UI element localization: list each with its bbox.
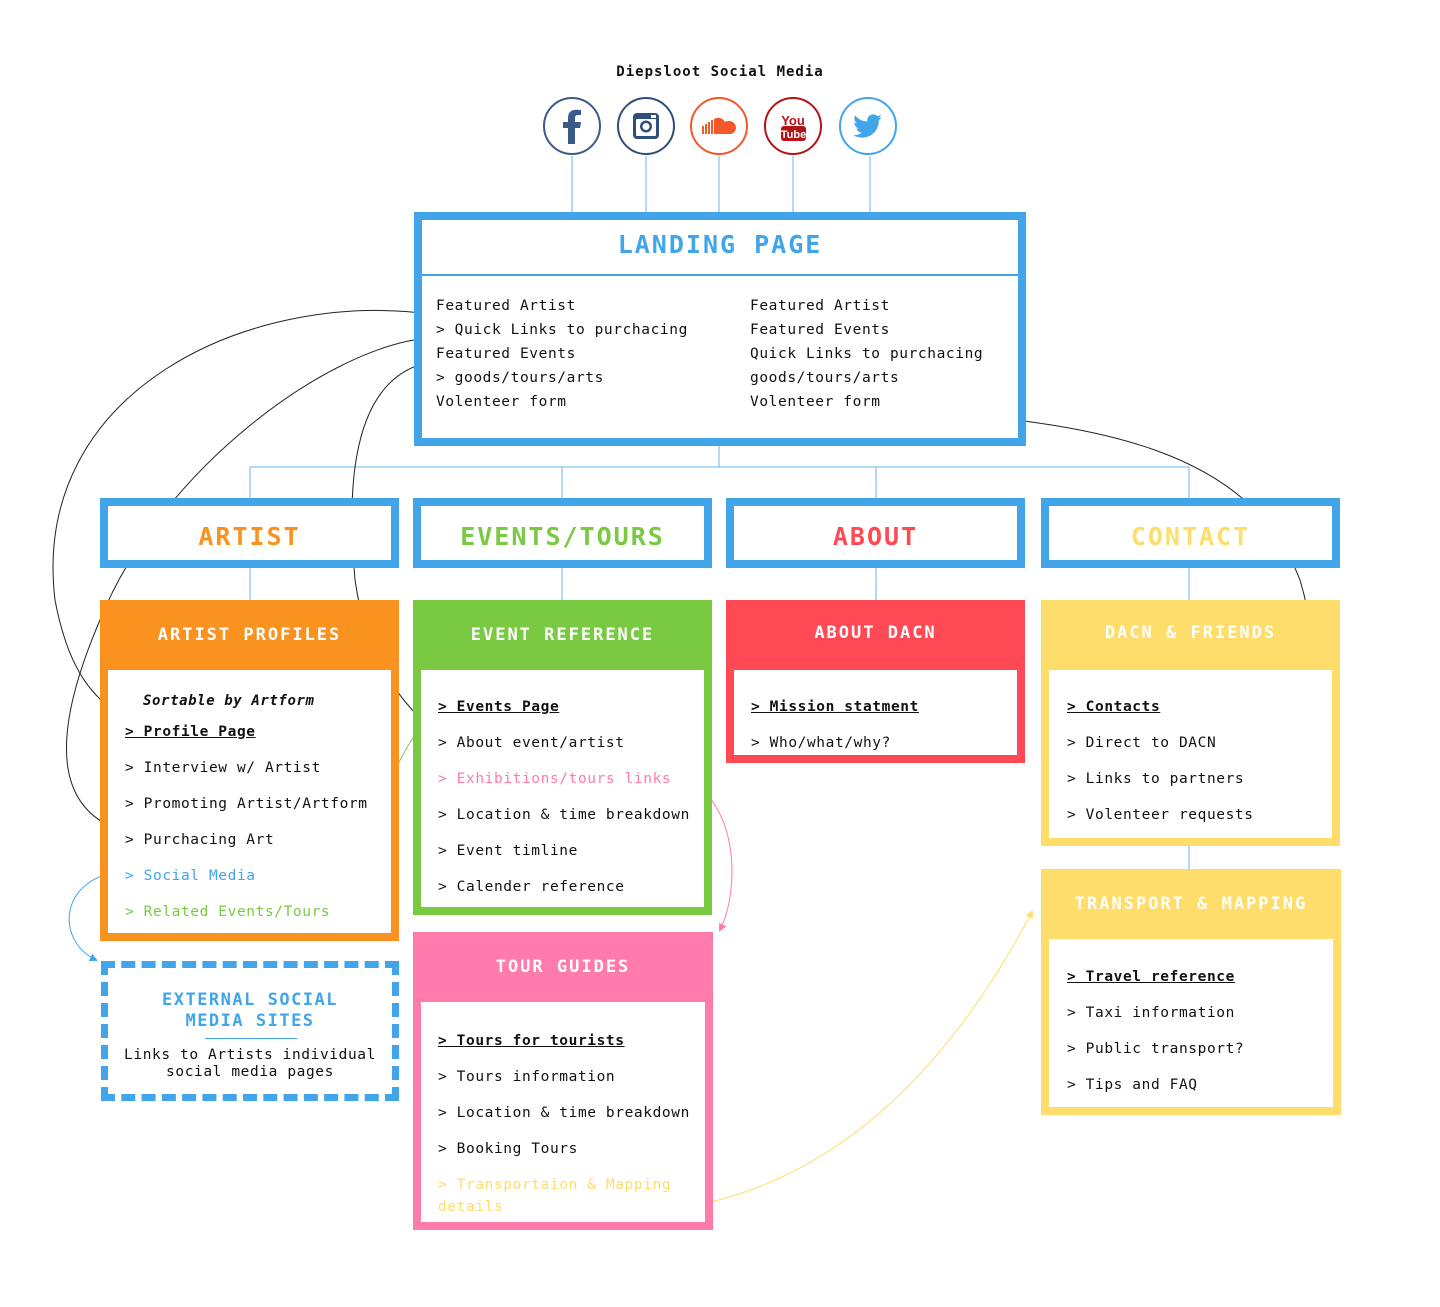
about-dacn-card: ABOUT DACN > Mission statment > Who/what… (726, 600, 1025, 763)
section-about[interactable]: ABOUT (726, 498, 1025, 568)
direct-to-dacn-link[interactable]: > Direct to DACN (1067, 735, 1217, 751)
instagram-icon[interactable] (617, 97, 675, 155)
tours-for-tourists-link[interactable]: > Tours for tourists (438, 1033, 625, 1049)
events-page-link[interactable]: > Events Page (438, 699, 560, 715)
external-desc-line1: Links to Artists individual (124, 1047, 376, 1063)
soundcloud-icon[interactable] (690, 97, 748, 155)
landing-page-title: LANDING PAGE (617, 230, 823, 259)
landing-left-item[interactable]: Featured Events (436, 346, 576, 362)
tours-information-link[interactable]: > Tours information (438, 1069, 616, 1085)
section-artist[interactable]: ARTIST (100, 498, 399, 568)
contacts-link[interactable]: > Contacts (1067, 699, 1161, 715)
transport-mapping-link[interactable]: > Transportaion & Mapping (438, 1177, 672, 1193)
public-transport-link[interactable]: > Public transport? (1067, 1041, 1245, 1057)
external-divider (205, 1038, 297, 1039)
external-title-line1: EXTERNAL SOCIAL (161, 990, 339, 1010)
links-to-partners-link[interactable]: > Links to partners (1067, 771, 1245, 787)
section-artist-label: ARTIST (198, 522, 301, 551)
landing-page-header[interactable]: LANDING PAGE (414, 212, 1026, 282)
artist-profiles-card: ARTIST PROFILES Sortable by Artform > Pr… (100, 600, 399, 941)
youtube-you-text: You (781, 113, 805, 128)
landing-left-item[interactable]: > goods/tours/arts (436, 370, 604, 386)
about-dacn-title: ABOUT DACN (814, 623, 937, 643)
tips-faq-link[interactable]: > Tips and FAQ (1067, 1077, 1198, 1093)
artist-profiles-subtitle: Sortable by Artform (143, 693, 315, 709)
dacn-friends-card: DACN & FRIENDS > Contacts > Direct to DA… (1041, 600, 1340, 846)
youtube-tube-text: Tube (781, 129, 806, 141)
event-reference-card: EVENT REFERENCE > Events Page > About ev… (413, 600, 712, 915)
external-social-media-box[interactable]: EXTERNAL SOCIAL MEDIA SITES Links to Art… (101, 961, 399, 1101)
travel-reference-link[interactable]: > Travel reference (1067, 969, 1235, 985)
artist-interview-link[interactable]: > Interview w/ Artist (125, 760, 321, 776)
section-events-tours[interactable]: EVENTS/TOURS (413, 498, 712, 568)
landing-right-item[interactable]: Featured Artist (750, 298, 890, 314)
exhibitions-tours-link[interactable]: > Exhibitions/tours links (438, 771, 672, 787)
landing-left-item[interactable]: Volenteer form (436, 394, 567, 410)
landing-right-item[interactable]: Volenteer form (750, 394, 881, 410)
artist-promoting-link[interactable]: > Promoting Artist/Artform (125, 796, 368, 812)
who-what-why-link[interactable]: > Who/what/why? (751, 735, 891, 751)
tour-location-time-link[interactable]: > Location & time breakdown (438, 1105, 690, 1121)
tour-guides-card: TOUR GUIDES > Tours for tourists > Tours… (413, 932, 713, 1230)
mission-statement-link[interactable]: > Mission statment (751, 699, 919, 715)
dacn-friends-title: DACN & FRIENDS (1104, 623, 1277, 643)
landing-right-item[interactable]: Quick Links to purchacing (750, 346, 984, 362)
section-contact[interactable]: CONTACT (1041, 498, 1340, 568)
external-desc-line2: social media pages (166, 1064, 334, 1080)
artist-related-events-link[interactable]: > Related Events/Tours (125, 904, 331, 920)
transport-mapping-link-details[interactable]: details (438, 1199, 504, 1215)
landing-left-item[interactable]: > Quick Links to purchacing (436, 322, 688, 338)
twitter-icon[interactable] (839, 97, 897, 155)
event-reference-title: EVENT REFERENCE (470, 625, 655, 645)
facebook-icon[interactable] (543, 97, 601, 155)
booking-tours-link[interactable]: > Booking Tours (438, 1141, 578, 1157)
tour-guides-title: TOUR GUIDES (495, 957, 631, 977)
section-about-label: ABOUT (832, 522, 919, 551)
external-title-line2: MEDIA SITES (185, 1011, 315, 1031)
page-title: Diepsloot Social Media (616, 64, 824, 80)
calender-reference-link[interactable]: > Calender reference (438, 879, 625, 895)
volenteer-requests-link[interactable]: > Volenteer requests (1067, 807, 1254, 823)
artist-social-media-link[interactable]: > Social Media (125, 868, 256, 884)
event-location-time-link[interactable]: > Location & time breakdown (438, 807, 690, 823)
transport-mapping-title: TRANSPORT & MAPPING (1074, 894, 1308, 914)
about-event-artist-link[interactable]: > About event/artist (438, 735, 625, 751)
landing-right-item[interactable]: Featured Events (750, 322, 890, 338)
section-contact-label: CONTACT (1130, 522, 1251, 551)
event-timeline-link[interactable]: > Event timline (438, 843, 578, 859)
taxi-information-link[interactable]: > Taxi information (1067, 1005, 1235, 1021)
landing-right-item[interactable]: goods/tours/arts (750, 370, 900, 386)
section-events-label: EVENTS/TOURS (460, 522, 665, 551)
artist-profiles-title: ARTIST PROFILES (157, 625, 342, 645)
artist-purchacing-link[interactable]: > Purchacing Art (125, 832, 275, 848)
landing-page-body: Featured Artist > Quick Links to purchac… (414, 276, 1026, 446)
landing-left-item[interactable]: Featured Artist (436, 298, 576, 314)
artist-profile-page-link[interactable]: > Profile Page (125, 724, 256, 740)
transport-mapping-card: TRANSPORT & MAPPING > Travel reference >… (1041, 869, 1341, 1115)
